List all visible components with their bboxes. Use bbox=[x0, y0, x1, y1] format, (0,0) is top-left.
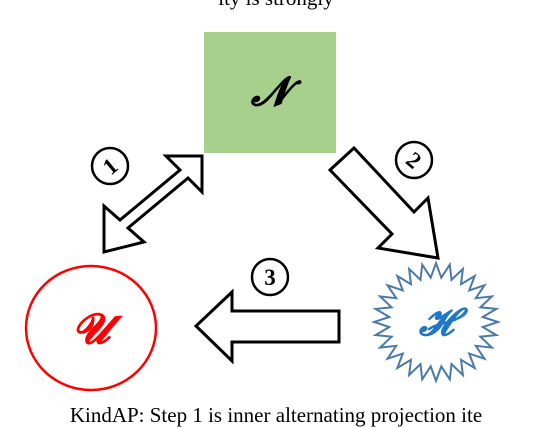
step-2-circle bbox=[394, 140, 434, 180]
n-node: 𝓝 bbox=[204, 32, 336, 153]
u-node: 𝓤 bbox=[24, 264, 158, 392]
step-3-badge: 3 bbox=[250, 257, 290, 297]
u-node-circle bbox=[24, 264, 158, 392]
step-2-arrow bbox=[327, 145, 440, 260]
step-3-number: 3 bbox=[264, 265, 276, 290]
h-node: 𝓗 bbox=[370, 260, 502, 384]
top-partial-text: ity is strongly bbox=[0, 0, 552, 11]
step-1-badge: 1 bbox=[90, 146, 130, 186]
step-2-arrow-shape bbox=[327, 145, 440, 260]
step-2-badge: 2 bbox=[394, 140, 434, 180]
step-3-arrow bbox=[193, 288, 341, 365]
step-3-arrow-shape bbox=[193, 288, 341, 365]
h-node-burst bbox=[370, 260, 502, 384]
step-1-double-arrow bbox=[102, 154, 204, 254]
double-arrow-shape bbox=[102, 154, 204, 254]
step-1-circle bbox=[90, 146, 130, 186]
figure-caption: KindAP: Step 1 is inner alternating proj… bbox=[69, 403, 483, 427]
step-3-circle bbox=[250, 257, 290, 297]
n-node-box bbox=[204, 32, 336, 153]
